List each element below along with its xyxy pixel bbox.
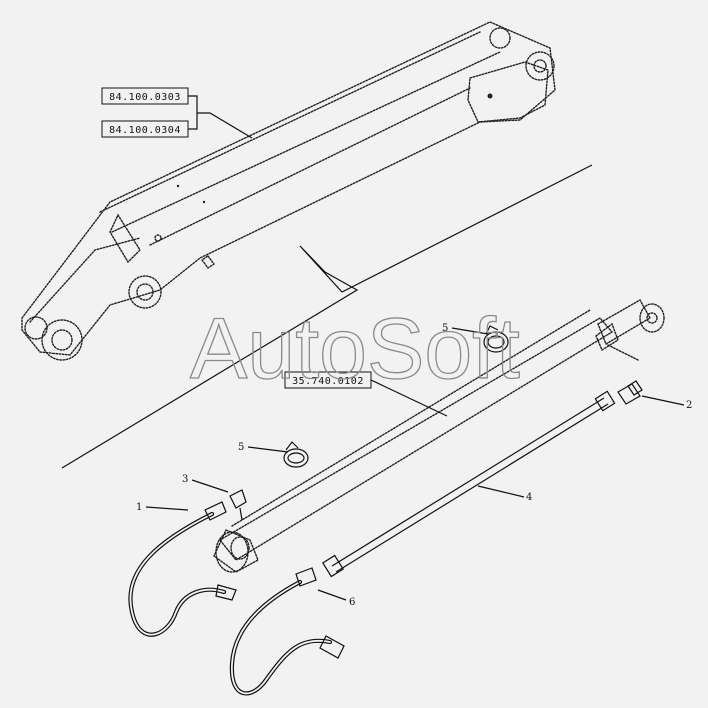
svg-text:4: 4 xyxy=(526,492,532,503)
loader-arm xyxy=(21,21,556,361)
flexible-hose-1 xyxy=(128,501,237,637)
ref-box-2: 84.100.0304 xyxy=(101,120,189,138)
watermark: AutoSoft xyxy=(190,301,520,397)
flexible-hose-6 xyxy=(229,567,345,696)
svg-text:3: 3 xyxy=(182,474,188,485)
svg-text:5: 5 xyxy=(238,442,244,453)
callout-1: 1 xyxy=(136,502,189,513)
callout-4: 4 xyxy=(477,485,532,503)
callout-3: 3 xyxy=(182,474,229,493)
callout-6: 6 xyxy=(317,589,355,608)
ref-box-1: 84.100.0303 xyxy=(101,87,189,105)
callout-2: 2 xyxy=(641,395,692,411)
svg-text:84.100.0304: 84.100.0304 xyxy=(109,125,181,136)
svg-text:6: 6 xyxy=(349,597,355,608)
hydraulic-cylinder xyxy=(213,299,665,573)
section-divider xyxy=(61,164,593,469)
svg-text:1: 1 xyxy=(136,502,142,513)
svg-text:35.740.0102: 35.740.0102 xyxy=(292,376,364,387)
ref-leader-2 xyxy=(370,379,448,417)
svg-text:2: 2 xyxy=(686,400,692,411)
callout-5-upper: 5 xyxy=(442,323,489,335)
callout-5-lower: 5 xyxy=(238,442,289,453)
elbow-fitting xyxy=(617,380,643,405)
svg-text:5: 5 xyxy=(442,323,448,334)
ref-leader-1 xyxy=(188,95,253,139)
hose-clamp-upper xyxy=(483,325,509,353)
union-fitting xyxy=(229,489,247,521)
hose-clamp-lower xyxy=(283,441,309,468)
rigid-pipe xyxy=(321,390,616,578)
svg-text:84.100.0303: 84.100.0303 xyxy=(109,92,181,103)
